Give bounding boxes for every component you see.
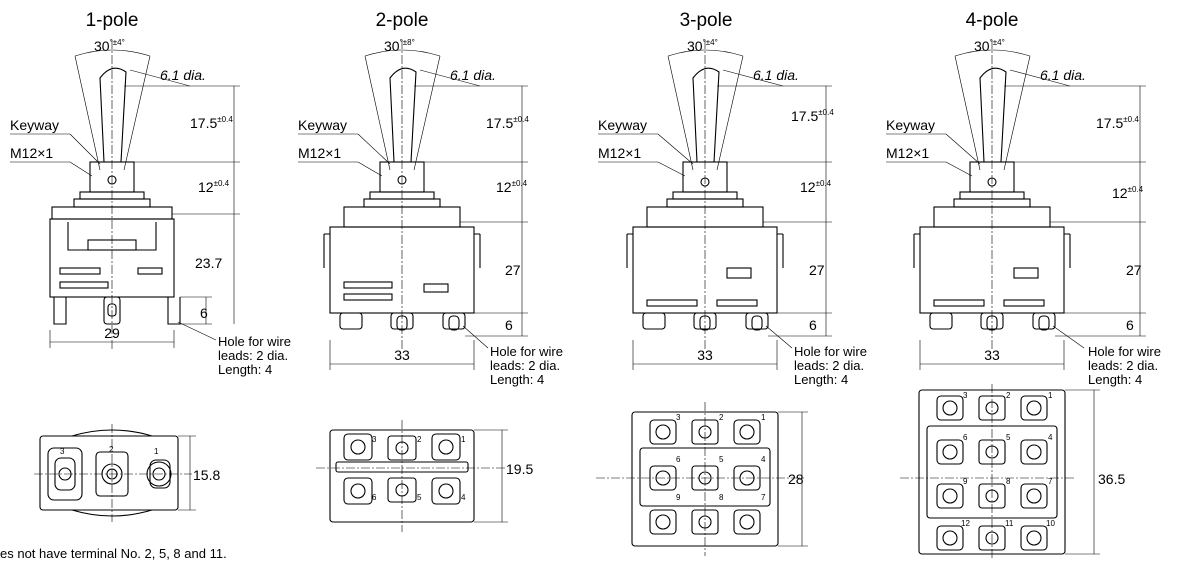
dim-terminal-length: 6 xyxy=(809,317,817,333)
title-2-pole: 2-pole xyxy=(376,10,429,31)
thread-label: M12×1 xyxy=(598,145,641,161)
terminal-no: 9 xyxy=(676,493,681,502)
dim-body-height: 27 xyxy=(1126,262,1142,278)
dim-terminal-length: 6 xyxy=(200,305,208,321)
lever-dia: 6.1 dia. xyxy=(450,67,496,83)
hole-note-line2: leads: 2 dia. xyxy=(218,348,288,363)
dim-bushing-length: 12±0.4 xyxy=(1112,185,1144,201)
title-4-pole: 4-pole xyxy=(966,10,1019,31)
terminal-no: 2 xyxy=(417,435,422,444)
terminal-no: 3 xyxy=(963,391,968,400)
terminal-no: 3 xyxy=(60,447,65,456)
terminal-no: 6 xyxy=(963,433,968,442)
hole-note-line3: Length: 4 xyxy=(1088,372,1142,387)
lever xyxy=(99,67,127,163)
angle-label: 30°±4° xyxy=(94,38,125,54)
terminal-no: 2 xyxy=(1006,391,1011,400)
bottom-view-1-pole: 3 2 1 15.8 xyxy=(34,424,220,522)
lever-dia: 6.1 dia. xyxy=(1040,67,1086,83)
footnote: es not have terminal No. 2, 5, 8 and 11. xyxy=(0,546,227,561)
dim-terminal-length: 6 xyxy=(1126,317,1134,333)
title-1-pole: 1-pole xyxy=(86,10,139,31)
hole-note-line1: Hole for wire xyxy=(490,344,563,359)
dim-body-height: 27 xyxy=(505,262,521,278)
terminal-no: 2 xyxy=(109,445,114,454)
hole-note-line2: leads: 2 dia. xyxy=(794,358,864,373)
angle-label: 30°±4° xyxy=(687,38,718,54)
dim-lever-length: 17.5±0.4 xyxy=(486,115,529,131)
terminal-no: 7 xyxy=(1048,477,1053,486)
terminal-no: 4 xyxy=(1048,433,1053,442)
angle-label: 30°±8° xyxy=(384,38,415,54)
terminal-no: 1 xyxy=(761,413,766,422)
terminal-no: 8 xyxy=(1006,477,1011,486)
angle-label: 30°±4° xyxy=(974,38,1005,54)
hole-note-line2: leads: 2 dia. xyxy=(490,358,560,373)
dim-width: 33 xyxy=(697,347,713,363)
terminal-no: 4 xyxy=(461,493,466,502)
terminal-no: 5 xyxy=(1006,433,1011,442)
terminal-no: 6 xyxy=(676,455,681,464)
dim-width: 29 xyxy=(104,325,120,341)
terminal-no: 10 xyxy=(1046,519,1055,528)
terminal-no: 12 xyxy=(961,519,970,528)
terminal-no: 6 xyxy=(372,493,377,502)
hole-note-line3: Length: 4 xyxy=(490,372,544,387)
dim-lever-length: 17.5±0.4 xyxy=(791,108,834,124)
dim-body-height: 27 xyxy=(809,262,825,278)
terminal-no: 3 xyxy=(372,435,377,444)
hole-note-line1: Hole for wire xyxy=(1088,344,1161,359)
angle-arc xyxy=(74,49,151,57)
hole-note-line2: leads: 2 dia. xyxy=(1088,358,1158,373)
terminal-no: 5 xyxy=(417,493,422,502)
terminal-no: 7 xyxy=(761,493,766,502)
dim-terminal-length: 6 xyxy=(505,317,513,333)
terminal-no: 4 xyxy=(761,455,766,464)
bottom-view-4-pole: 3 2 1 6 5 4 9 8 7 12 11 10 36.5 xyxy=(900,384,1125,560)
dim-bushing-length: 12±0.4 xyxy=(496,179,528,195)
bottom-view-2-pole: 3 2 1 6 5 4 19.5 xyxy=(316,420,533,532)
lever-dia: 6.1 dia. xyxy=(160,67,206,83)
keyway-label: Keyway xyxy=(886,117,935,133)
dim-bushing-length: 12±0.4 xyxy=(198,179,230,195)
thread-label: M12×1 xyxy=(886,145,929,161)
terminal-no: 2 xyxy=(719,413,724,422)
keyway-label: Keyway xyxy=(298,117,347,133)
thread-label: M12×1 xyxy=(298,145,341,161)
lever-dia: 6.1 dia. xyxy=(753,67,799,83)
terminal-no: 3 xyxy=(676,413,681,422)
terminal-no: 1 xyxy=(1048,391,1053,400)
dim-body-height: 23.7 xyxy=(195,255,222,271)
dim-lever-length: 17.5±0.4 xyxy=(1096,115,1139,131)
terminal-no: 1 xyxy=(154,447,159,456)
dim-bottom: 19.5 xyxy=(506,461,533,477)
bottom-view-3-pole: 3 2 1 6 5 4 9 8 7 28 xyxy=(596,402,808,556)
dim-bottom: 15.8 xyxy=(193,467,220,483)
hole-note-line3: Length: 4 xyxy=(218,362,272,377)
dim-lever-length: 17.5±0.4 xyxy=(190,115,233,131)
terminal-no: 8 xyxy=(719,493,724,502)
side-view-4-pole: 30°±4° 6.1 dia. Keyway M12×1 17.5±0.4 xyxy=(886,38,1161,387)
hole-note-line1: Hole for wire xyxy=(794,344,867,359)
side-view-1-pole: 30°±4° 6.1 dia. Keyway M12×1 xyxy=(10,38,291,377)
dim-bottom: 28 xyxy=(788,471,804,487)
title-3-pole: 3-pole xyxy=(680,10,733,31)
side-view-2-pole: 30°±8° 6.1 dia. Keyway M12×1 17.5±0.4 xyxy=(298,38,563,387)
hole-note-line3: Length: 4 xyxy=(794,372,848,387)
terminal-no: 11 xyxy=(1005,519,1014,528)
terminal-no: 1 xyxy=(461,435,466,444)
dim-bushing-length: 12±0.4 xyxy=(800,179,832,195)
terminal-no: 9 xyxy=(963,477,968,486)
terminal-no: 5 xyxy=(719,455,724,464)
keyway-label: Keyway xyxy=(598,117,647,133)
dim-bottom: 36.5 xyxy=(1098,471,1125,487)
dim-width: 33 xyxy=(394,347,410,363)
side-view-3-pole: 30°±4° 6.1 dia. Keyway M12×1 17.5±0.4 xyxy=(598,38,867,387)
thread-label: M12×1 xyxy=(10,145,53,161)
keyway-label: Keyway xyxy=(10,117,59,133)
hole-note-line1: Hole for wire xyxy=(218,334,291,349)
dim-width: 33 xyxy=(984,347,1000,363)
